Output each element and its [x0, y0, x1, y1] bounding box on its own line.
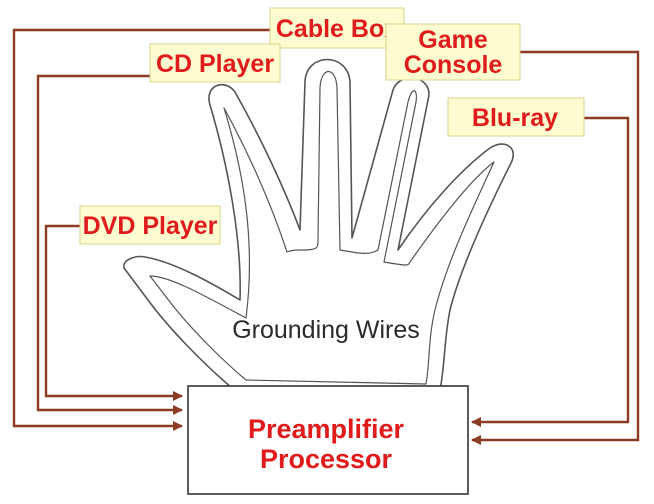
grounding-wires-caption: Grounding Wires — [232, 316, 420, 344]
cd-player-text: CD Player — [156, 50, 274, 78]
label-dvd-player: DVD Player — [79, 205, 221, 245]
game-console-text-line1: Game — [418, 26, 488, 54]
wire-dvd-player — [44, 224, 183, 401]
wire-game-console — [471, 50, 640, 445]
label-blu-ray: Blu-ray — [447, 97, 585, 137]
blu-ray-text: Blu-ray — [472, 104, 558, 132]
preamplifier-processor-box: Preamplifier Processor — [187, 385, 469, 495]
label-cable-box: Cable Box — [269, 7, 405, 49]
wire-cd-player — [36, 74, 183, 415]
processor-text-line1: Preamplifier — [248, 414, 405, 444]
cable-box-text: Cable Box — [276, 15, 398, 43]
game-console-text-line2: Console — [404, 51, 503, 79]
wire-group — [12, 28, 640, 445]
processor-text-line2: Processor — [260, 444, 393, 474]
label-cd-player: CD Player — [149, 43, 281, 83]
dvd-player-text: DVD Player — [83, 212, 218, 240]
label-game-console: Game Console — [385, 23, 521, 81]
hand-outline-icon — [123, 58, 514, 391]
wire-cable-box — [12, 28, 270, 431]
wire-blu-ray — [471, 116, 630, 427]
